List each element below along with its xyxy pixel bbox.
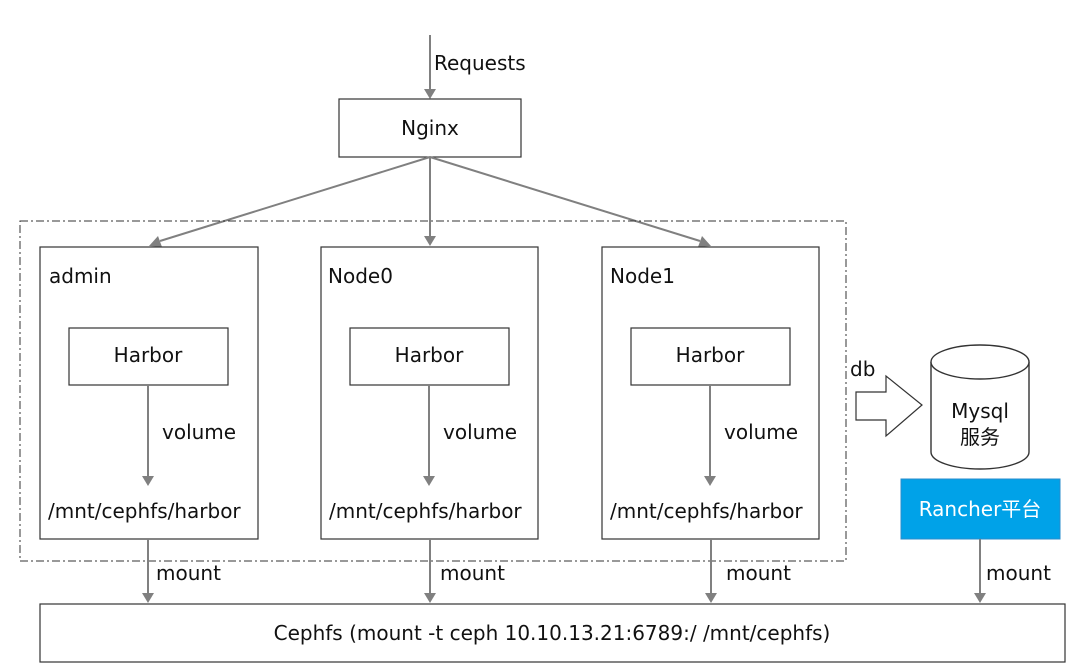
nginx-to-node1-head <box>698 236 711 247</box>
harbor-label-admin: Harbor <box>114 343 183 367</box>
harbor-box-node1 <box>630 327 791 386</box>
requests-arrow-head <box>424 89 436 99</box>
path-label-admin: /mnt/cephfs/harbor <box>48 499 241 523</box>
db-block-arrow <box>855 374 923 438</box>
harbor-label-node0: Harbor <box>395 343 464 367</box>
nginx-label: Nginx <box>401 116 459 140</box>
mount-arrow-head-node0 <box>424 593 436 603</box>
volume-label-admin: volume <box>162 420 236 444</box>
db-label: db <box>850 357 875 381</box>
mount-label-rancher: mount <box>986 561 1051 585</box>
mysql-label-line2: 服务 <box>960 425 1000 449</box>
rancher-box <box>900 478 1061 540</box>
mount-label-admin: mount <box>156 561 221 585</box>
cephfs-label: Cephfs (mount -t ceph 10.10.13.21:6789:/… <box>274 621 831 645</box>
rancher-label: Rancher平台 <box>919 497 1042 521</box>
nginx-to-node1-line <box>429 156 701 242</box>
requests-label: Requests <box>434 51 526 75</box>
node-name-node0: Node0 <box>328 264 393 288</box>
volume-arrow-head-node1 <box>704 476 716 486</box>
volume-arrow-head-node0 <box>423 476 435 486</box>
mount-arrow-head-rancher <box>974 593 986 603</box>
mysql-cylinder-top <box>930 344 1030 380</box>
cluster-boundary <box>19 220 847 562</box>
node-name-admin: admin <box>49 264 112 288</box>
volume-label-node1: volume <box>724 420 798 444</box>
nginx-to-admin-head <box>149 236 162 247</box>
harbor-box-admin <box>68 327 229 386</box>
mount-label-node1: mount <box>726 561 791 585</box>
volume-arrow-head-admin <box>142 476 154 486</box>
node-name-node1: Node1 <box>610 264 675 288</box>
mount-arrow-head-admin <box>142 593 154 603</box>
path-label-node0: /mnt/cephfs/harbor <box>329 499 522 523</box>
harbor-box-node0 <box>349 327 510 386</box>
cephfs-box <box>39 603 1066 663</box>
mount-arrow-head-node1 <box>705 593 717 603</box>
harbor-label-node1: Harbor <box>676 343 745 367</box>
mysql-cylinder-body <box>930 362 1030 470</box>
path-label-node1: /mnt/cephfs/harbor <box>610 499 803 523</box>
nginx-to-admin-line <box>159 156 431 242</box>
volume-label-node0: volume <box>443 420 517 444</box>
nginx-to-node0-head <box>424 236 436 246</box>
mount-label-node0: mount <box>440 561 505 585</box>
mysql-label-line1: Mysql <box>951 399 1009 423</box>
